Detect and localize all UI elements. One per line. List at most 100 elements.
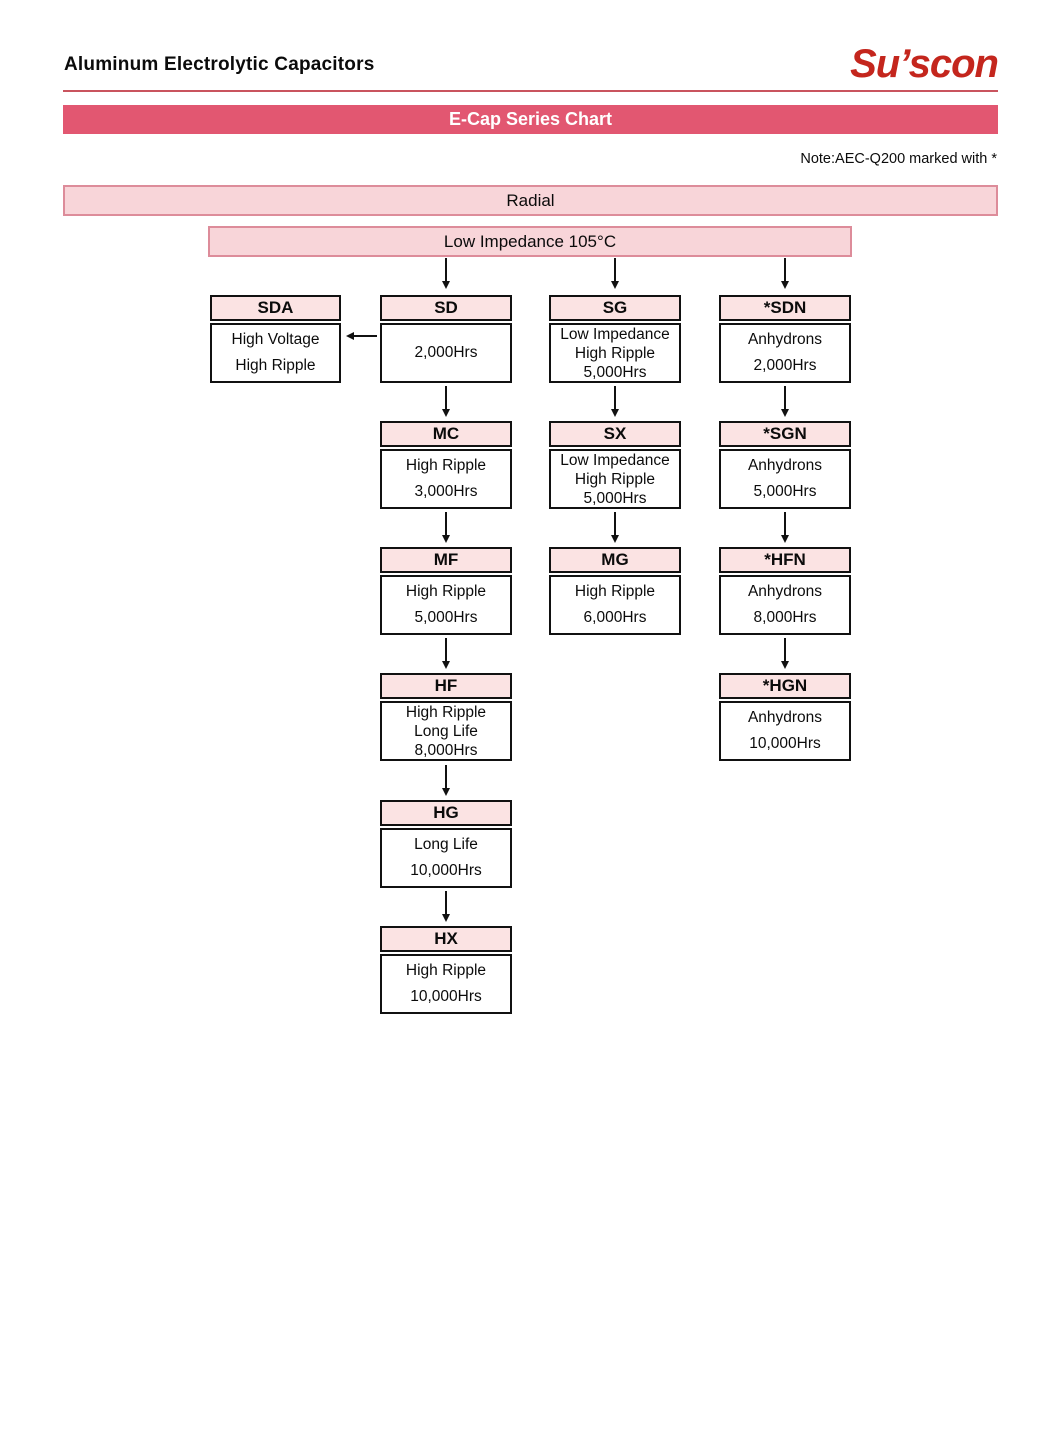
series-title: *HGN: [719, 673, 851, 699]
arrow-head: [442, 788, 450, 796]
series-desc: High Ripple 3,000Hrs: [380, 449, 512, 509]
series-box-hf: HF High Ripple Long Life 8,000Hrs: [380, 673, 512, 761]
arrow-head: [611, 281, 619, 289]
arrow-head: [442, 914, 450, 922]
series-box-sgn: *SGN Anhydrons 5,000Hrs: [719, 421, 851, 509]
arrow-stem: [784, 512, 786, 535]
chart-title-banner: E-Cap Series Chart: [63, 105, 998, 134]
flow-arrow-down: [440, 386, 452, 417]
series-title: HX: [380, 926, 512, 952]
arrow-head: [442, 535, 450, 543]
flow-arrow-down: [779, 512, 791, 543]
series-title: *SDN: [719, 295, 851, 321]
desc-line: 6,000Hrs: [583, 609, 647, 626]
series-desc: Low Impedance High Ripple 5,000Hrs: [549, 449, 681, 509]
flow-arrow-down: [440, 258, 452, 289]
flow-arrow-down: [440, 638, 452, 669]
desc-line: High Ripple: [405, 962, 487, 979]
desc-line: 2,000Hrs: [414, 344, 478, 361]
series-desc: Long Life 10,000Hrs: [380, 828, 512, 888]
desc-line: High Ripple: [574, 470, 656, 488]
aec-q200-note: Note:AEC-Q200 marked with *: [800, 151, 997, 167]
suscon-logo: Su’scon: [850, 42, 999, 86]
series-desc: Anhydrons 5,000Hrs: [719, 449, 851, 509]
arrow-head: [346, 332, 354, 340]
flow-arrow-down: [609, 258, 621, 289]
series-desc: High Ripple 5,000Hrs: [380, 575, 512, 635]
series-title: SX: [549, 421, 681, 447]
desc-line: Low Impedance: [560, 451, 670, 469]
arrow-head: [611, 409, 619, 417]
desc-line: High Ripple: [405, 583, 487, 600]
arrow-stem: [614, 386, 616, 409]
flow-arrow-down: [440, 891, 452, 922]
flow-arrow-down: [609, 386, 621, 417]
series-title: HG: [380, 800, 512, 826]
series-box-sd: SD 2,000Hrs: [380, 295, 512, 383]
flow-arrow-down: [440, 512, 452, 543]
desc-line: Long Life: [414, 836, 478, 853]
arrow-head: [442, 409, 450, 417]
desc-line: High Ripple: [574, 583, 656, 600]
series-box-sx: SX Low Impedance High Ripple 5,000Hrs: [549, 421, 681, 509]
low-impedance-banner: Low Impedance 105°C: [208, 226, 852, 257]
series-desc: High Ripple Long Life 8,000Hrs: [380, 701, 512, 761]
series-box-sg: SG Low Impedance High Ripple 5,000Hrs: [549, 295, 681, 383]
series-title: MG: [549, 547, 681, 573]
series-title: SG: [549, 295, 681, 321]
arrow-head: [781, 661, 789, 669]
series-desc: Anhydrons 10,000Hrs: [719, 701, 851, 761]
flow-arrow-down: [779, 386, 791, 417]
arrow-stem: [445, 258, 447, 281]
series-title: MF: [380, 547, 512, 573]
arrow-head: [781, 281, 789, 289]
desc-line: 2,000Hrs: [753, 357, 817, 374]
flow-arrow-down: [779, 258, 791, 289]
desc-line: High Ripple: [405, 457, 487, 474]
arrow-head: [442, 661, 450, 669]
radial-group-banner: Radial: [63, 185, 998, 216]
series-box-mg: MG High Ripple 6,000Hrs: [549, 547, 681, 635]
flow-arrow-left: [346, 332, 377, 340]
flow-arrow-down: [440, 765, 452, 796]
desc-line: High Voltage: [231, 331, 320, 348]
series-box-mc: MC High Ripple 3,000Hrs: [380, 421, 512, 509]
desc-line: Long Life: [414, 722, 478, 740]
arrow-head: [442, 281, 450, 289]
series-title: HF: [380, 673, 512, 699]
arrow-stem: [445, 386, 447, 409]
arrow-stem: [784, 258, 786, 281]
series-box-sda: SDA High Voltage High Ripple: [210, 295, 341, 383]
desc-line: 8,000Hrs: [414, 741, 478, 759]
series-desc: 2,000Hrs: [380, 323, 512, 383]
series-box-hx: HX High Ripple 10,000Hrs: [380, 926, 512, 1014]
desc-line: 8,000Hrs: [753, 609, 817, 626]
desc-line: High Ripple: [235, 357, 316, 374]
desc-line: Anhydrons: [747, 583, 823, 600]
series-desc: High Ripple 10,000Hrs: [380, 954, 512, 1014]
flow-arrow-down: [779, 638, 791, 669]
series-box-sdn: *SDN Anhydrons 2,000Hrs: [719, 295, 851, 383]
page-title: Aluminum Electrolytic Capacitors: [64, 54, 375, 75]
series-desc: Anhydrons 2,000Hrs: [719, 323, 851, 383]
series-box-hfn: *HFN Anhydrons 8,000Hrs: [719, 547, 851, 635]
arrow-head: [781, 409, 789, 417]
desc-line: Anhydrons: [747, 331, 823, 348]
series-box-hgn: *HGN Anhydrons 10,000Hrs: [719, 673, 851, 761]
series-title: *HFN: [719, 547, 851, 573]
arrow-stem: [614, 258, 616, 281]
flow-arrow-down: [609, 512, 621, 543]
desc-line: 10,000Hrs: [410, 988, 482, 1005]
series-desc: Anhydrons 8,000Hrs: [719, 575, 851, 635]
desc-line: 5,000Hrs: [583, 363, 647, 381]
series-box-hg: HG Long Life 10,000Hrs: [380, 800, 512, 888]
series-title: SD: [380, 295, 512, 321]
desc-line: 5,000Hrs: [414, 609, 478, 626]
desc-line: Low Impedance: [560, 325, 670, 343]
desc-line: 5,000Hrs: [583, 489, 647, 507]
series-desc: High Ripple 6,000Hrs: [549, 575, 681, 635]
desc-line: High Ripple: [574, 344, 656, 362]
arrow-head: [611, 535, 619, 543]
arrow-stem: [445, 765, 447, 788]
